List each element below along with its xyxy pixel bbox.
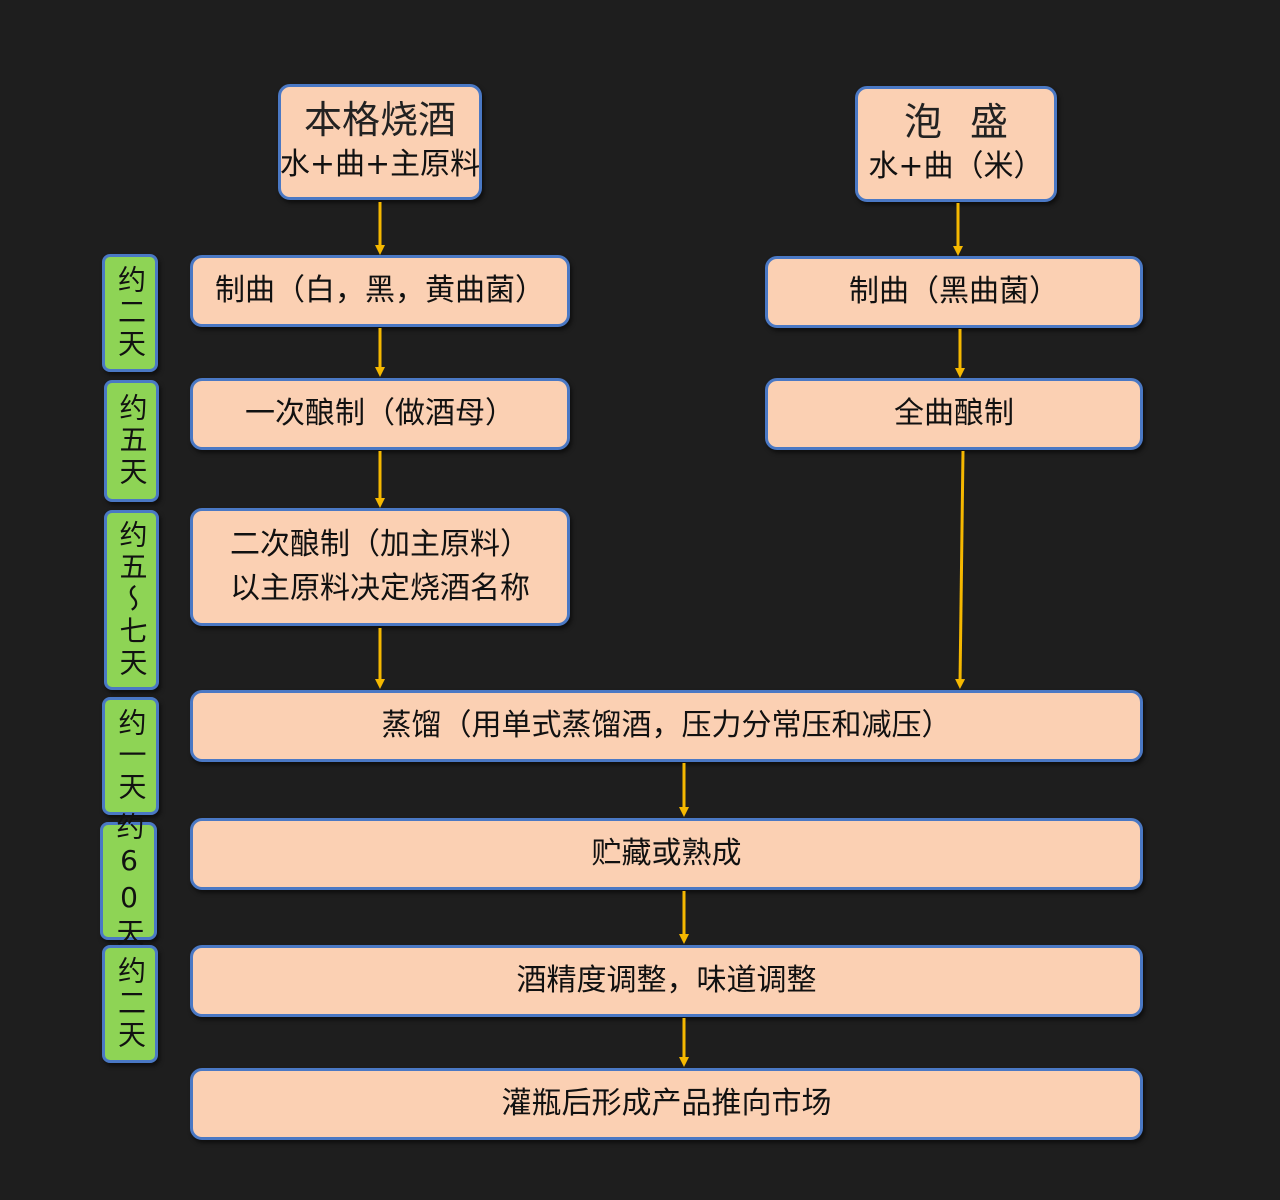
adjustment-step: 酒精度调整，味道调整	[190, 945, 1143, 1017]
distillation-label: 蒸馏（用单式蒸馏酒，压力分常压和减压）	[381, 708, 952, 743]
honkaku-shochu-ingredients: 水+曲+主原料	[279, 147, 481, 182]
left-koji-label: 制曲（白，黑，黄曲菌）	[215, 273, 545, 308]
duration-first-brewing-label: 约五天	[115, 393, 149, 489]
awamori-title: 泡盛	[903, 100, 1036, 144]
duration-adjustment-label: 约二天	[114, 956, 147, 1052]
full-koji-brewing-label: 全曲酿制	[894, 396, 1014, 431]
storage-step: 贮藏或熟成	[190, 818, 1143, 890]
duration-second-brewing: 约五～七天	[104, 510, 159, 690]
left-koji-step: 制曲（白，黑，黄曲菌）	[190, 255, 570, 327]
honkaku-shochu-box: 本格烧酒 水+曲+主原料	[278, 84, 482, 200]
duration-distillation: 约一天	[102, 697, 159, 815]
honkaku-shochu-title: 本格烧酒	[303, 98, 456, 142]
arrow-brew-to-distill	[955, 450, 966, 689]
first-brewing-label: 一次酿制（做酒母）	[245, 396, 515, 431]
storage-label: 贮藏或熟成	[591, 836, 742, 871]
bottling-step: 灌瓶后形成产品推向市场	[190, 1068, 1143, 1140]
duration-storage-label: 约60天	[112, 812, 146, 950]
duration-koji: 约二天	[102, 254, 158, 372]
duration-storage: 约60天	[100, 812, 157, 950]
bottling-label: 灌瓶后形成产品推向市场	[501, 1086, 832, 1121]
distillation-step: 蒸馏（用单式蒸馏酒，压力分常压和减压）	[190, 690, 1143, 762]
awamori-box: 泡盛 水+曲（米）	[855, 86, 1057, 202]
first-brewing-step: 一次酿制（做酒母）	[190, 378, 570, 450]
duration-second-brewing-label: 约五～七天	[115, 520, 149, 680]
adjustment-label: 酒精度调整，味道调整	[516, 963, 817, 998]
duration-first-brewing: 约五天	[104, 380, 159, 502]
duration-distillation-label: 约一天	[114, 708, 148, 804]
second-brewing-label-2: 以主原料决定烧酒名称	[230, 571, 530, 606]
second-brewing-step: 二次酿制（加主原料） 以主原料决定烧酒名称	[190, 508, 570, 626]
full-koji-brewing-step: 全曲酿制	[765, 378, 1143, 450]
right-koji-label: 制曲（黑曲菌）	[849, 274, 1059, 309]
duration-koji-label: 约二天	[114, 265, 147, 361]
duration-adjustment: 约二天	[102, 945, 158, 1063]
right-koji-step: 制曲（黑曲菌）	[765, 256, 1143, 328]
awamori-ingredients: 水+曲（米）	[868, 149, 1044, 184]
second-brewing-label-1: 二次酿制（加主原料）	[230, 527, 530, 562]
